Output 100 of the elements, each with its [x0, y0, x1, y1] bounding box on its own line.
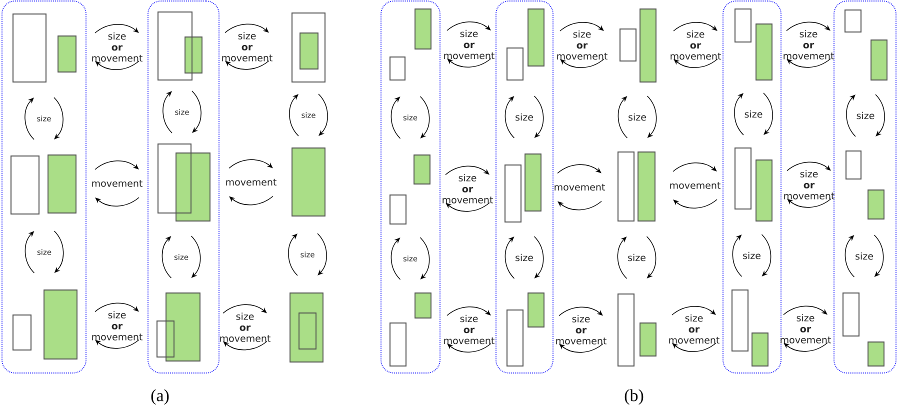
curved-arrow [504, 96, 515, 138]
curved-arrow [783, 306, 828, 316]
curved-arrow [646, 96, 657, 138]
curved-arrow [224, 24, 269, 34]
curved-arrow [558, 306, 603, 316]
curved-arrow [223, 340, 268, 350]
rectangles-drawing [290, 292, 324, 362]
curved-arrow [646, 236, 656, 278]
curved-arrow [390, 238, 401, 280]
curved-arrow [447, 58, 492, 68]
rectangles-drawing [618, 294, 656, 366]
curved-arrow [672, 162, 717, 172]
panel-caption: (b) [624, 389, 644, 405]
edge-label: size or movement [444, 314, 494, 344]
edge-label: size [628, 254, 646, 262]
curved-arrow [786, 22, 830, 32]
edge-label: size [516, 113, 533, 121]
curved-arrow [560, 22, 604, 32]
edge-label: size or movement [222, 32, 272, 62]
edge-label: size or movement [442, 174, 493, 204]
curved-arrow [874, 234, 884, 277]
curved-arrow [761, 234, 772, 276]
edge-label: size [856, 112, 874, 120]
dotted-group-box [496, 0, 554, 374]
edge-label: size or movement [669, 314, 720, 344]
curved-arrow [95, 339, 140, 349]
rectangles-drawing [504, 154, 542, 222]
edge-label: movement [226, 178, 276, 186]
edge-label: size or movement [557, 30, 608, 60]
rectangles-drawing [12, 290, 78, 360]
edge-label: size [743, 252, 760, 260]
curved-arrow [228, 159, 273, 169]
rectangles-drawing [390, 292, 432, 366]
curved-arrow [95, 197, 140, 206]
curved-arrow [617, 236, 628, 279]
rectangles-drawing [158, 144, 210, 222]
panel-caption: (a) [151, 389, 169, 405]
curved-arrow [504, 236, 515, 279]
rectangles-drawing [12, 14, 76, 82]
rectangles-drawing [506, 292, 544, 366]
curved-arrow [222, 304, 267, 314]
edge-label: movement [554, 184, 605, 191]
edge-label: size or movement [780, 314, 831, 344]
curved-arrow [288, 234, 298, 276]
curved-arrow [447, 343, 492, 352]
curved-arrow [446, 22, 491, 31]
dotted-group-box [834, 0, 896, 374]
curved-arrow [446, 306, 491, 316]
curved-arrow [94, 24, 139, 34]
dotted-group-box [380, 0, 440, 374]
curved-arrow [672, 306, 716, 316]
rectangles-drawing [734, 8, 772, 80]
curved-arrow [420, 237, 430, 280]
curved-arrow [846, 94, 856, 137]
curved-arrow [162, 91, 172, 134]
curved-arrow [54, 230, 64, 273]
curved-arrow [190, 236, 201, 278]
rectangles-drawing [390, 8, 432, 80]
curved-arrow [318, 94, 328, 136]
edge-label: size or movement [784, 30, 834, 60]
curved-arrow [225, 60, 270, 70]
curved-arrow [787, 198, 832, 208]
rectangles-drawing [732, 290, 768, 366]
curved-arrow [446, 202, 490, 212]
curved-arrow [24, 231, 35, 274]
curved-arrow [673, 199, 718, 208]
rectangles-drawing [618, 152, 656, 222]
dotted-group-box [722, 0, 782, 374]
rectangles-drawing [156, 292, 200, 362]
rectangles-drawing [844, 10, 888, 80]
curved-arrow [560, 58, 604, 68]
curved-arrow [674, 58, 718, 68]
curved-arrow [558, 200, 602, 210]
curved-arrow [844, 235, 855, 278]
edge-label: size or movement [556, 315, 606, 344]
rectangles-drawing [846, 150, 884, 220]
curved-arrow [289, 94, 299, 136]
curved-arrow [229, 196, 274, 206]
rectangles-drawing [734, 148, 772, 222]
edge-label: size [744, 110, 762, 118]
curved-arrow [672, 342, 716, 352]
edge-label: movement [92, 180, 142, 187]
edge-label: size or movement [92, 32, 142, 62]
curved-arrow [786, 162, 831, 172]
edge-label: size or movement [444, 30, 494, 60]
rectangles-drawing [10, 154, 76, 214]
curved-arrow [763, 92, 773, 135]
curved-arrow [786, 58, 831, 68]
rectangles-drawing [390, 154, 430, 224]
rectangles-drawing [842, 292, 884, 366]
curved-arrow [95, 60, 140, 70]
rectangles-drawing [506, 8, 544, 80]
curved-arrow [192, 90, 202, 133]
edge-label: size [856, 252, 873, 260]
rectangles-drawing [292, 12, 326, 82]
rectangles-drawing [158, 12, 202, 80]
rectangles-drawing [292, 148, 326, 216]
curved-arrow [557, 164, 602, 174]
curved-arrow [94, 302, 139, 312]
edge-label: size [516, 254, 533, 262]
